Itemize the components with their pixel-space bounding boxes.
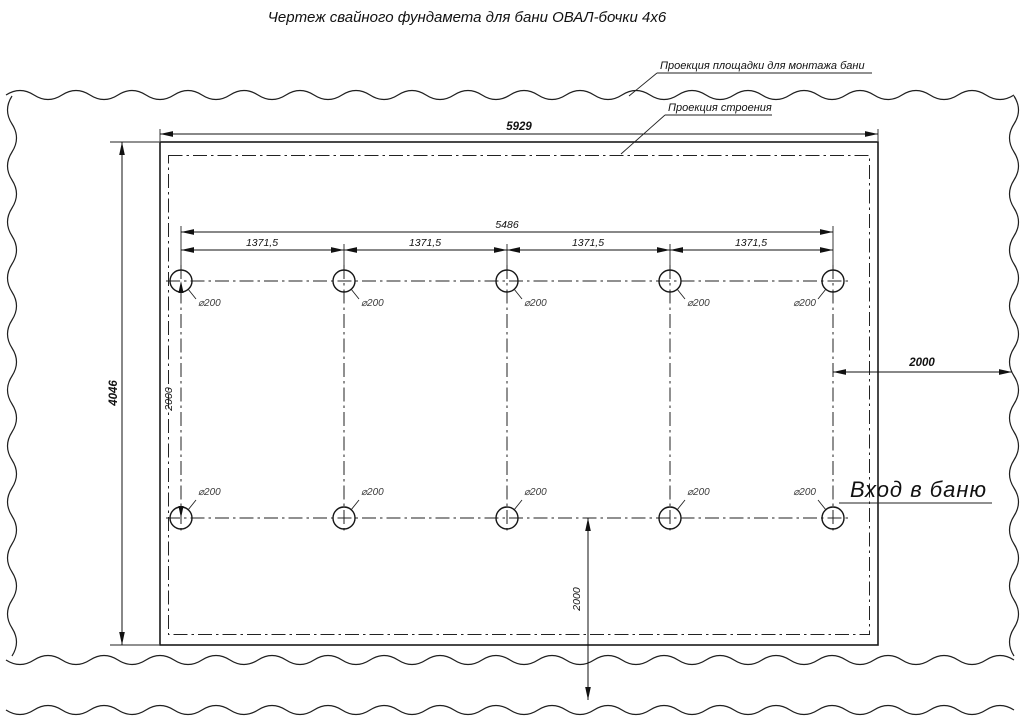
platform-projection-callout: Проекция площадки для монтажа бани [628, 60, 872, 97]
wavy-border [5, 89, 1020, 716]
leader-line [513, 288, 523, 300]
leader-line [350, 288, 360, 300]
callout-leader [628, 72, 658, 97]
arrow-up [178, 281, 184, 293]
dim-entrance-offset-value: 2000 [908, 357, 935, 369]
arrow-down [178, 506, 184, 518]
leader-line [676, 288, 686, 300]
dim-overall-height-value: 4046 [108, 380, 120, 407]
pile-diameter-label: ⌀200 [793, 298, 816, 309]
wavy-border-top [5, 89, 1015, 101]
leader-line [187, 499, 197, 511]
pile-diameter-label: ⌀200 [361, 487, 384, 498]
wavy-border-right [1008, 95, 1020, 657]
dim-pile-span-value: 5486 [495, 219, 519, 231]
dim-entrance-offset: 2000 [833, 357, 1012, 375]
platform-projection-label: Проекция площадки для монтажа бани [660, 60, 865, 72]
building-projection-label: Проекция строения [668, 102, 772, 114]
dim-overall-width-value: 5929 [506, 121, 532, 133]
dim-pile-spacing-chain: 1371,5 1371,5 1371,5 1371,5 [181, 237, 833, 270]
dim-row-spacing-value: 2000 [163, 387, 175, 412]
dim-overall-width: 5929 [159, 121, 879, 141]
dim-pile-spacing-value: 1371,5 [572, 237, 604, 249]
pile-diameter-label: ⌀200 [524, 298, 547, 309]
pile-diameter-label: ⌀200 [524, 487, 547, 498]
pile-diameter-label: ⌀200 [198, 487, 221, 498]
leader-line [676, 499, 686, 511]
dim-overall-height: 4046 [108, 141, 159, 646]
piles [169, 269, 845, 530]
leader-line [817, 499, 827, 511]
pile-diameter-label: ⌀200 [198, 298, 221, 309]
pile-diameter-label: ⌀200 [687, 487, 710, 498]
platform-outline [159, 141, 879, 646]
wavy-border-bottom [5, 654, 1015, 666]
dim-pile-spacing-value: 1371,5 [735, 237, 767, 249]
dim-pile-spacing-value: 1371,5 [409, 237, 441, 249]
leader-line [350, 499, 360, 511]
leader-line [513, 499, 523, 511]
building-outline [168, 155, 870, 635]
entrance-callout: Вход в баню [839, 477, 992, 504]
drawing-title: Чертеж свайного фундамета для бани ОВАЛ-… [268, 9, 667, 26]
entrance-label: Вход в баню [850, 477, 987, 502]
dim-row-spacing: 2000 [163, 281, 184, 518]
pile-circle [332, 506, 356, 530]
pile-circle [495, 506, 519, 530]
pile-diameter-label: ⌀200 [687, 298, 710, 309]
pile-diameter-labels: ⌀200 ⌀200 ⌀200 ⌀200 ⌀200 ⌀200 ⌀200 ⌀200 … [187, 288, 827, 511]
pile-axes [166, 265, 848, 534]
leader-line [187, 288, 197, 300]
pile-diameter-label: ⌀200 [793, 487, 816, 498]
pile-diameter-label: ⌀200 [361, 298, 384, 309]
callout-leader [620, 114, 666, 155]
pile-circle [658, 506, 682, 530]
building-projection-callout: Проекция строения [620, 102, 772, 155]
dim-pile-spacing-value: 1371,5 [246, 237, 278, 249]
leader-line [817, 288, 827, 300]
pile-circle [821, 506, 845, 530]
dim-bottom-offset: 2000 [571, 518, 591, 700]
wavy-border-bottom-edge [5, 704, 1015, 716]
dim-bottom-offset-value: 2000 [571, 587, 583, 612]
wavy-border-left [6, 95, 18, 657]
